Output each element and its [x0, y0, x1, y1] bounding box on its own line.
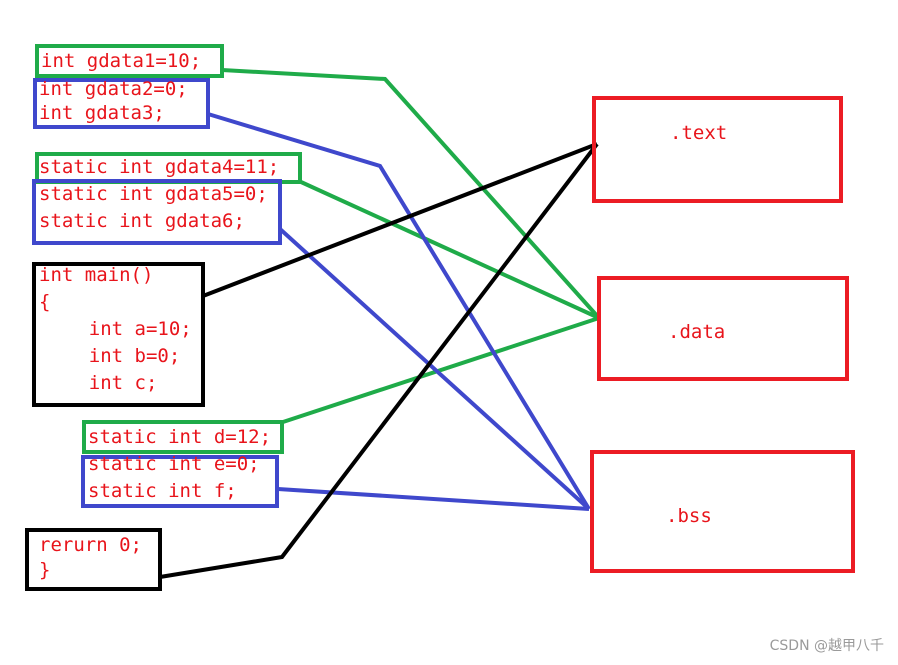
- gdata5-gdata6-box: [32, 179, 282, 245]
- local-b-code: int b=0;: [43, 345, 181, 367]
- gdata2-gdata3-box: [33, 78, 210, 129]
- line-gdata23-to-bss: [207, 112, 591, 511]
- gdata4-code: static int gdata4=11;: [39, 156, 280, 178]
- static-e-f-box: [81, 455, 279, 508]
- main-function-box: [32, 262, 205, 407]
- static-f-code: static int f;: [88, 480, 237, 502]
- gdata5-code: static int gdata5=0;: [39, 183, 268, 205]
- local-c-code: int c;: [43, 372, 158, 394]
- line-gdata56-to-bss: [278, 227, 591, 511]
- bss-segment-box: [590, 450, 855, 573]
- gdata6-code: static int gdata6;: [39, 210, 245, 232]
- line-return-to-text: [159, 142, 599, 579]
- bss-segment-label: .bss: [666, 505, 712, 527]
- gdata1-code: int gdata1=10;: [41, 50, 202, 72]
- main-brace-open: {: [39, 291, 51, 313]
- static-e-code: static int e=0;: [88, 453, 260, 475]
- line-gdata4-to-data: [300, 180, 600, 320]
- static-d-box: [82, 420, 284, 454]
- gdata2-code: int gdata2=0;: [39, 78, 188, 100]
- line-static-d-to-data: [282, 316, 600, 424]
- static-d-code: static int d=12;: [88, 426, 272, 448]
- return-box: [25, 528, 162, 591]
- main-brace-close: }: [39, 559, 51, 581]
- gdata3-code: int gdata3;: [39, 102, 165, 124]
- main-signature: int main(): [39, 264, 154, 286]
- text-segment-label: .text: [670, 122, 728, 144]
- data-segment-box: [597, 276, 849, 381]
- gdata1-box: [35, 44, 224, 78]
- watermark: CSDN @越甲八千: [769, 638, 884, 654]
- text-segment-box: [592, 96, 843, 203]
- line-gdata1-to-data: [221, 68, 601, 320]
- data-segment-label: .data: [668, 321, 726, 343]
- return-code: rerurn 0;: [39, 534, 142, 556]
- line-main-to-text: [202, 142, 598, 298]
- local-a-code: int a=10;: [43, 318, 192, 340]
